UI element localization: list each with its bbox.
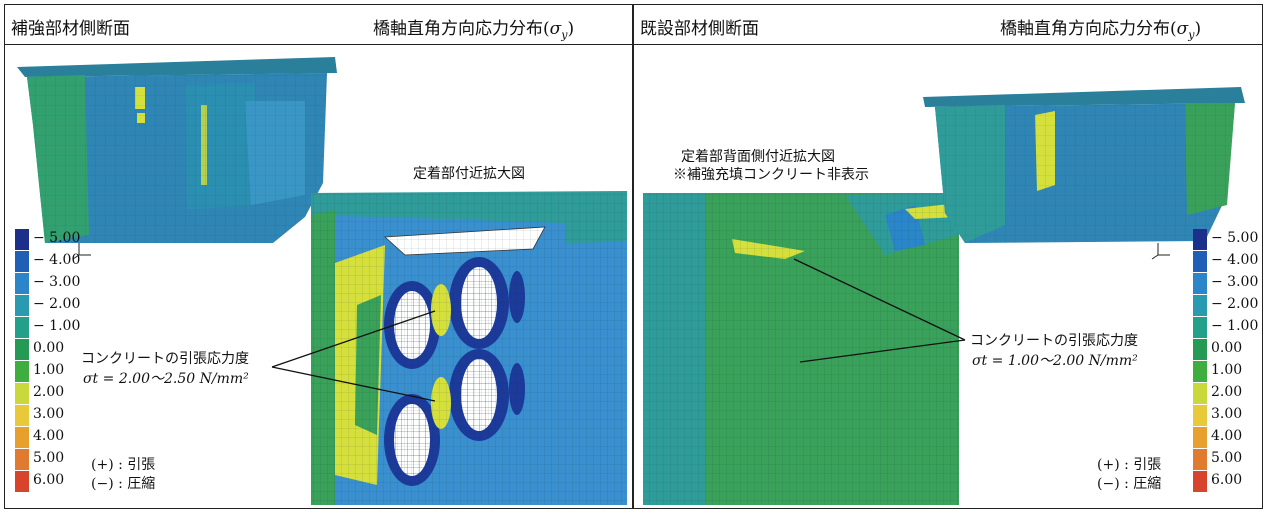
legend-swatch	[1193, 295, 1207, 316]
legend-label: 3.00	[33, 406, 65, 422]
panel-divider	[632, 5, 634, 508]
legend-label: 2.00	[33, 384, 65, 400]
legend-label: − 1.00	[33, 318, 81, 334]
legend-swatch	[15, 449, 29, 470]
legend-swatch	[1193, 427, 1207, 448]
legend-swatch	[1193, 273, 1207, 294]
legend-label: 1.00	[33, 362, 65, 378]
axis-triad-icon	[72, 243, 91, 260]
left-leader-lines	[271, 310, 436, 402]
legend-label: − 3.00	[1211, 274, 1259, 290]
left-header: 補強部材側断面 橋軸直角方向応力分布(σy)	[5, 5, 632, 45]
right-header: 既設部材側断面 橋軸直角方向応力分布(σy)	[634, 5, 1262, 45]
stress-contour-drawing	[17, 57, 1245, 505]
legend-swatch	[15, 471, 29, 492]
legend-label: 4.00	[1211, 428, 1243, 444]
right-title: 既設部材側断面	[640, 19, 759, 39]
right-subtitle: 橋軸直角方向応力分布(σy)	[1000, 19, 1202, 42]
legend-swatch	[15, 229, 29, 250]
legend-label: − 5.00	[33, 230, 81, 246]
legend-label: 0.00	[33, 340, 65, 356]
legend-swatch	[1193, 449, 1207, 470]
legend-label: 2.00	[1211, 384, 1243, 400]
legend-swatch	[1193, 339, 1207, 360]
left-inset-caption: 定着部付近拡大図	[413, 166, 525, 182]
right-sign-note: (+) : 引張 (−) : 圧縮	[1097, 457, 1162, 492]
legend-swatch	[15, 427, 29, 448]
legend-label: 6.00	[1211, 472, 1243, 488]
legend-swatch	[1193, 383, 1207, 404]
legend-swatch	[15, 383, 29, 404]
right-inset-caption-2: ※補強充填コンクリート非表示	[673, 167, 869, 183]
legend-label: 0.00	[1211, 340, 1243, 356]
legend-label: − 4.00	[1211, 252, 1259, 268]
left-title: 補強部材側断面	[11, 19, 130, 39]
legend-swatch	[15, 339, 29, 360]
legend-label: − 3.00	[33, 274, 81, 290]
legend-label: − 5.00	[1211, 230, 1259, 246]
legend-swatch	[15, 361, 29, 382]
legend-swatch	[1193, 229, 1207, 250]
axis-triad-icon	[1151, 243, 1170, 260]
left-girder-model	[17, 57, 337, 243]
legend-label: − 2.00	[33, 296, 81, 312]
right-annotation-label: コンクリートの引張応力度 σt = 1.00〜2.00 N/mm²	[970, 333, 1138, 369]
legend-swatch	[1193, 405, 1207, 426]
left-subtitle: 橋軸直角方向応力分布(σy)	[373, 19, 575, 42]
left-color-legend: − 5.00 − 4.00 − 3.00 − 2.00 − 1.00 0.00 1.00 2.…	[15, 229, 80, 499]
legend-label: − 2.00	[1211, 296, 1259, 312]
left-sign-note: (+) : 引張 (−) : 圧縮	[91, 457, 156, 492]
legend-swatch	[15, 273, 29, 294]
right-color-legend: − 5.00 − 4.00 − 3.00 − 2.00 − 1.00 0.00 1.00 2.…	[1193, 229, 1259, 499]
legend-label: − 1.00	[1211, 318, 1259, 334]
legend-swatch	[1193, 471, 1207, 492]
right-inset-caption-1: 定着部背面側付近拡大図	[681, 149, 835, 165]
legend-swatch	[15, 405, 29, 426]
legend-swatch	[1193, 361, 1207, 382]
legend-label: 1.00	[1211, 362, 1243, 378]
legend-label: − 4.00	[33, 252, 81, 268]
figure-frame: 補強部材側断面 橋軸直角方向応力分布(σy) 既設部材側断面 橋軸直角方向応力分…	[4, 4, 1263, 509]
legend-swatch	[1193, 251, 1207, 272]
right-inset	[643, 193, 959, 505]
legend-swatch	[15, 251, 29, 272]
legend-label: 4.00	[33, 428, 65, 444]
left-inset	[311, 191, 627, 505]
legend-swatch	[15, 317, 29, 338]
legend-label: 5.00	[1211, 450, 1243, 466]
legend-swatch	[1193, 317, 1207, 338]
legend-label: 6.00	[33, 472, 65, 488]
right-leader-lines	[793, 258, 966, 363]
legend-label: 5.00	[33, 450, 65, 466]
left-annotation-label: コンクリートの引張応力度 σt = 2.00〜2.50 N/mm²	[81, 351, 249, 387]
legend-swatch	[15, 295, 29, 316]
right-girder-model	[923, 87, 1245, 243]
legend-label: 3.00	[1211, 406, 1243, 422]
